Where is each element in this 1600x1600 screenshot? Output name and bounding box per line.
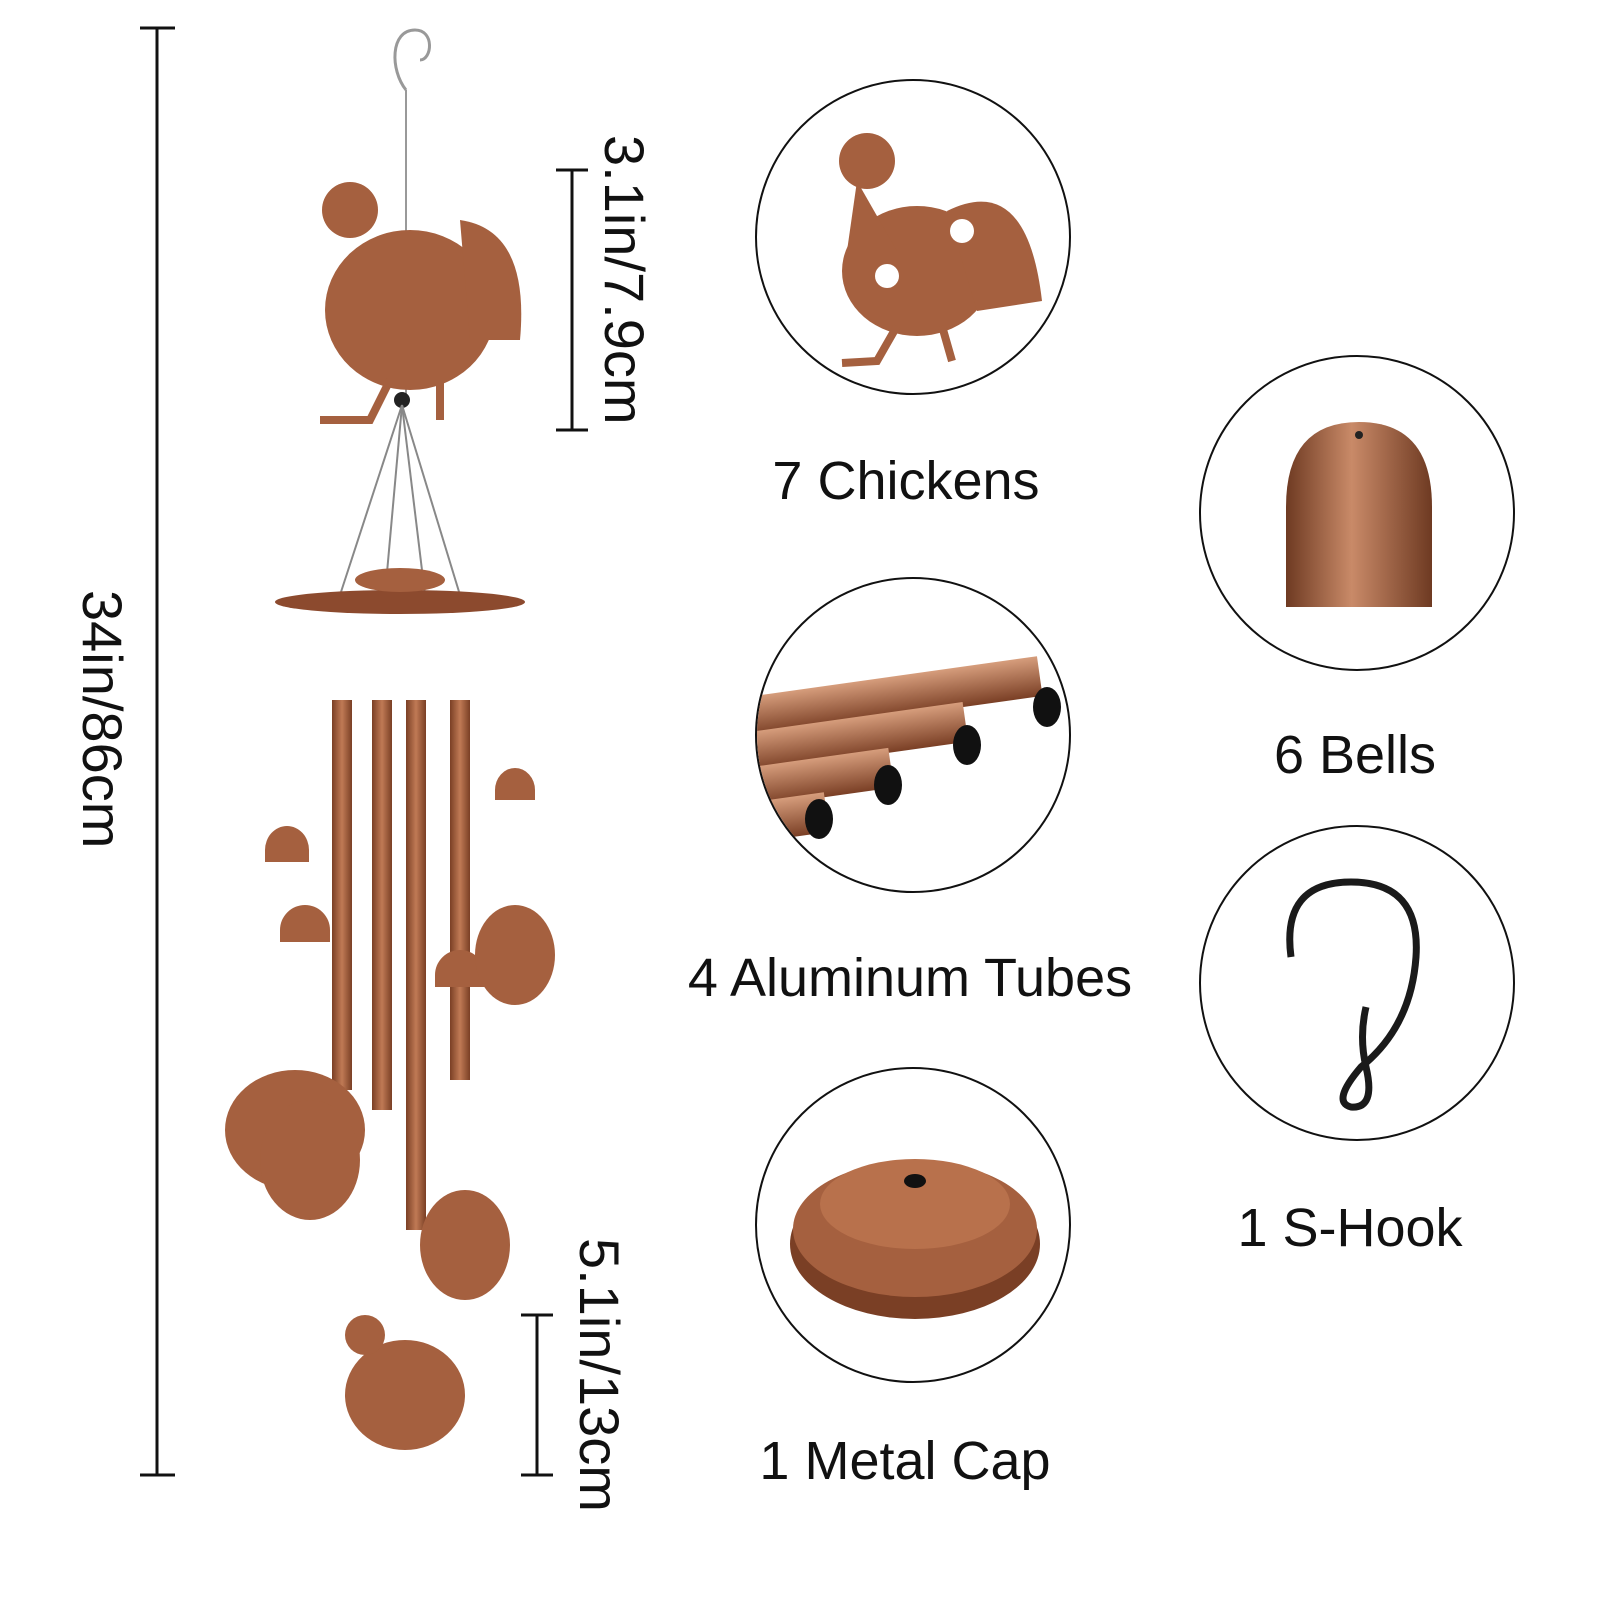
total-length-label: 34in/86cm xyxy=(71,590,134,849)
tubes-label: 4 Aluminum Tubes xyxy=(687,948,1133,1008)
chickens-circle xyxy=(755,79,1071,395)
top-chicken-height-label: 3.1in/7.9cm xyxy=(593,135,656,425)
top-rooster xyxy=(320,182,522,424)
wind-chime-image xyxy=(225,28,555,1450)
s-hook-label: 1 S-Hook xyxy=(1237,1198,1463,1258)
bells-label: 6 Bells xyxy=(1273,725,1437,785)
rooster-icon xyxy=(839,133,1042,367)
tubes-icon xyxy=(757,656,1061,843)
bell-icon xyxy=(1286,422,1432,607)
bottom-chicken-height-label: 5.1in/13cm xyxy=(568,1238,631,1512)
metal-cap-label: 1 Metal Cap xyxy=(759,1431,1051,1491)
chickens-label: 7 Chickens xyxy=(772,451,1040,511)
tubes-circle xyxy=(755,577,1071,893)
metal-cap-circle xyxy=(755,1067,1071,1383)
s-hook-icon xyxy=(1286,878,1420,1111)
bells-circle xyxy=(1199,355,1515,671)
dimension-lines xyxy=(140,26,588,1477)
metal-cap-icon xyxy=(790,1159,1040,1319)
s-hook-circle xyxy=(1199,825,1515,1141)
